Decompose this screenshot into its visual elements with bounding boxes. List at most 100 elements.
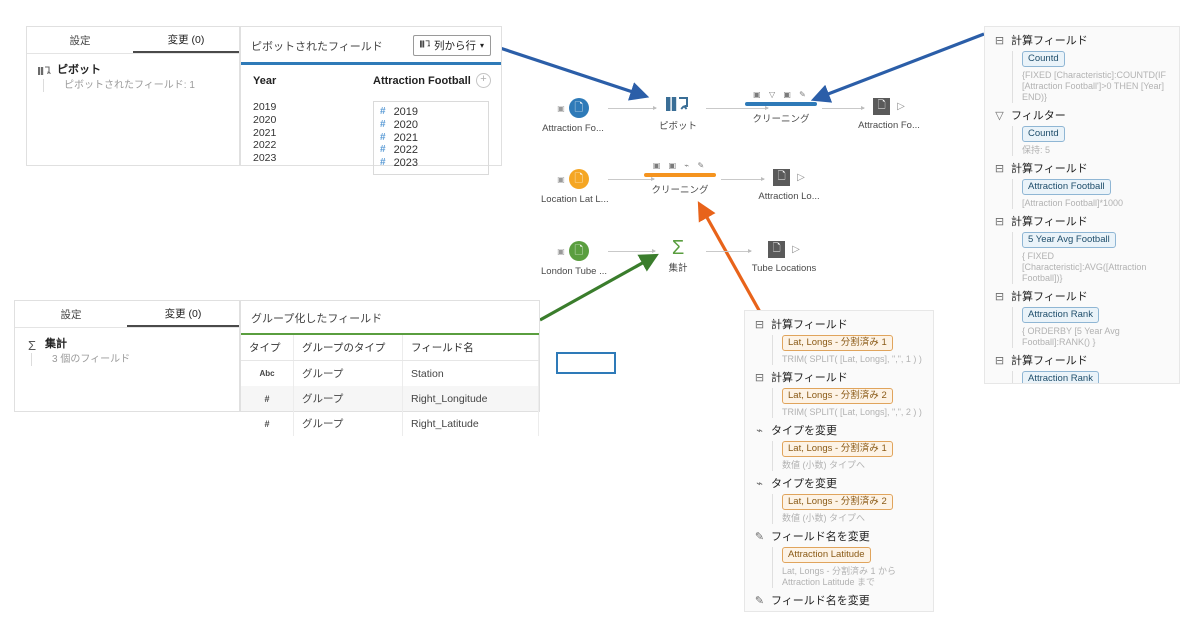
change-description: 数値 (小数) タイプへ [782,513,865,523]
aggregate-changes-panel: 設定 変更 (0) Σ 集計 3 個のフィールド [14,300,240,412]
change-list-item[interactable]: ⌁ タイプを変更 Lat, Longs - 分割済み 2 数値 (小数) タイプ… [753,478,923,524]
columns-to-rows-button[interactable]: 列から行 ▾ [412,35,491,56]
pivoted-fields-body: Year 2019 2020 2021 2022 2023 Attraction… [241,65,501,175]
pivot-value: 2020 [393,118,419,131]
flow-node-location-lat-long-input[interactable]: ▣ 🗋 Location Lat L... [541,169,609,205]
change-list-item[interactable]: ⊟ 計算フィールド Attraction Rank { ORDERBY [5 Y… [993,291,1169,348]
change-title: 計算フィールド [1011,163,1088,175]
number-type-icon: # [380,144,386,156]
tab-changes[interactable]: 変更 (0) [133,27,239,53]
pivot-value-row[interactable]: #2021 [380,132,482,145]
change-list-item[interactable]: ✎ フィールド名を変更 Attraction Latitude Lat, Lon… [753,531,923,588]
pivot-value-row[interactable]: #2019 [380,106,482,119]
table-row[interactable]: Abc グループ Station [241,360,539,386]
table-row[interactable]: # グループ Right_Latitude [241,411,539,436]
input-source-icon: ▣ [557,174,565,184]
flow-node-label: Attraction Fo... [858,120,920,131]
cleaning-accent-bar [745,102,817,106]
field-pill: Attraction Longitude [782,611,879,612]
year-value: 2022 [253,139,277,152]
change-list-item[interactable]: ▽ フィルター Countd 保持: 5 [993,110,1169,156]
change-description: 数値 (小数) タイプへ [782,460,865,470]
output-file-icon: 🗋 [873,98,891,115]
group-type-cell: グループ [293,411,403,436]
change-list-item[interactable]: ⊟ 計算フィールド Attraction Football [Attractio… [993,163,1169,209]
change-description: TRIM( SPLIT( [Lat, Longs], ",", 2 ) ) [782,407,922,417]
file-input-icon: 🗋 [568,169,589,189]
field-type-icon: Abc [241,360,294,386]
plus-circle-icon[interactable]: + [476,73,491,88]
pivot-value: 2021 [393,131,419,144]
tab-settings[interactable]: 設定 [69,34,91,47]
pivot-value-row[interactable]: #2023 [380,157,482,170]
change-list-item[interactable]: ⌁ タイプを変更 Lat, Longs - 分割済み 1 数値 (小数) タイプ… [753,425,923,471]
change-title: フィールド名を変更 [771,531,870,543]
field-pill: Lat, Longs - 分割済み 1 [782,441,893,457]
input-source-icon: ▣ [557,103,565,113]
calculated-field-icon: ⊟ [754,319,765,331]
change-type-icon: ⌁ [756,425,763,437]
change-title: 計算フィールド [1011,216,1088,228]
flow-node-label: クリーニング [651,185,709,196]
flow-node-cleaning-orange[interactable]: ▣ ▣ ⌁ ✎ クリーニング [644,161,716,196]
group-type-cell: グループ [293,386,403,411]
change-title: 計算フィールド [771,319,848,331]
change-item-aggregate[interactable]: Σ 集計 [25,338,229,352]
pivoted-fields-header: ピボットされたフィールド 列から行 ▾ [241,27,501,62]
calculated-field-icon: ⊟ [994,291,1005,303]
change-list-item[interactable]: ⊟ 計算フィールド Countd {FIXED [Characteristic]… [993,35,1169,103]
flow-node-london-tube-input[interactable]: ▣ 🗋 London Tube ... [541,241,607,277]
flow-node-pivot[interactable]: ピボット [655,96,701,132]
flow-node-aggregate[interactable]: Σ 集計 [655,238,701,274]
flow-node-attraction-location-output[interactable]: 🗋 ▷ Attraction Lo... [757,169,821,202]
sigma-icon: Σ [671,237,685,259]
change-list-item[interactable]: ⊟ 計算フィールド 5 Year Avg Football { FIXED [C… [993,216,1169,284]
table-row[interactable]: # グループ Right_Longitude [241,386,539,411]
arrow-pivot-panel-to-pivot-node [499,46,650,101]
year-value: 2021 [253,126,277,139]
run-icon[interactable]: ▷ [797,172,805,183]
change-list-item[interactable]: ✎ フィールド名を変更 Attraction Longitude Lat, Lo… [753,595,923,612]
blue-changes-list: ⊟ 計算フィールド Countd {FIXED [Characteristic]… [984,26,1180,384]
field-pill: Lat, Longs - 分割済み 2 [782,494,893,510]
flow-node-cleaning-blue[interactable]: ▣ ▽ ▣ ✎ クリーニング [745,90,817,125]
cleaning-step-icons: ▣ ▣ ⌁ ✎ [652,161,708,170]
run-icon[interactable]: ▷ [897,101,905,112]
change-title: タイプを変更 [771,425,837,437]
file-input-icon: 🗋 [568,98,589,118]
year-value: 2019 [253,101,277,113]
flow-node-attraction-football-input[interactable]: ▣ 🗋 Attraction Fo... [541,98,605,134]
change-list-item[interactable]: ⊟ 計算フィールド Lat, Longs - 分割済み 1 TRIM( SPLI… [753,319,923,365]
cleaning-accent-bar [644,173,716,177]
tab-settings[interactable]: 設定 [60,308,82,321]
run-icon[interactable]: ▷ [792,244,800,255]
change-title: フィールド名を変更 [771,595,870,607]
change-list-item[interactable]: ⊟ 計算フィールド Lat, Longs - 分割済み 2 TRIM( SPLI… [753,372,923,418]
calculated-field-icon: ⊟ [994,216,1005,228]
sigma-icon: Σ [27,337,37,353]
pivot-columns-to-rows-icon [419,39,431,52]
change-title: 計算フィールド [1011,35,1088,47]
pivot-value-row[interactable]: #2020 [380,119,482,132]
flow-node-attraction-football-output[interactable]: 🗋 ▷ Attraction Fo... [857,98,921,131]
change-title: タイプを変更 [771,478,837,490]
number-type-icon: # [380,157,386,169]
attraction-football-column: Attraction Football + #2019 #2020 #2021 … [373,73,491,175]
tab-changes[interactable]: 変更 (0) [127,301,239,327]
change-list-item[interactable]: ⊟ 計算フィールド Attraction Rank CEILING([Attra… [993,355,1169,383]
calculated-field-icon: ⊟ [994,35,1005,47]
pivot-icon [37,64,51,78]
flow-node-tube-locations-output[interactable]: 🗋 ▷ Tube Locations [745,241,823,274]
flow-connector [608,106,657,110]
pivot-value-row[interactable]: #2022 [380,144,482,157]
aggregate-accent-bar [241,333,539,335]
change-item-pivot[interactable]: ピボット [37,64,229,78]
flow-connector [721,177,765,181]
empty-highlight-box[interactable] [556,352,616,374]
field-pill: Countd [1022,51,1065,67]
field-name-cell: Right_Latitude [402,411,539,436]
change-item-subtitle: 3 個のフィールド [31,353,229,366]
field-pill: 5 Year Avg Football [1022,232,1116,248]
field-pill: Attraction Rank [1022,371,1099,383]
attraction-column-header: Attraction Football [373,75,471,87]
